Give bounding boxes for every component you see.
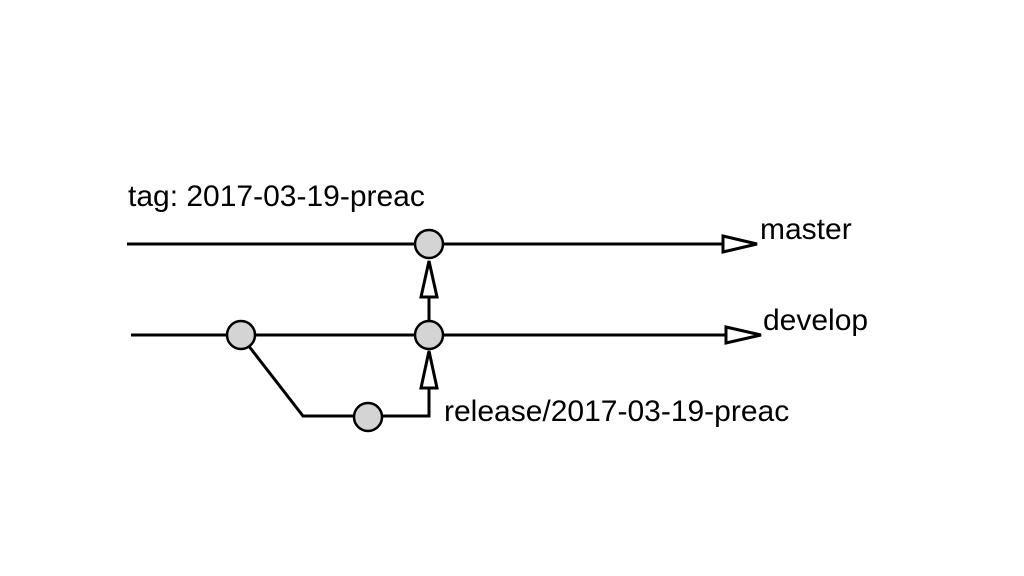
tag-label: tag: 2017-03-19-preac [128, 180, 425, 213]
develop-label: develop [763, 304, 868, 337]
master-arrowhead [721, 234, 758, 254]
develop-commit-node-merge [413, 319, 445, 351]
release-branch-line [239, 335, 431, 418]
develop-to-master-arrowhead [419, 260, 439, 299]
release-label: release/2017-03-19-preac [444, 395, 789, 428]
master-commit-node [413, 228, 445, 260]
develop-commit-node-branchpoint [225, 319, 257, 351]
master-label: master [760, 213, 852, 246]
release-commit-node [352, 401, 384, 433]
release-to-develop-arrowhead [419, 350, 439, 390]
develop-arrowhead [724, 325, 762, 345]
